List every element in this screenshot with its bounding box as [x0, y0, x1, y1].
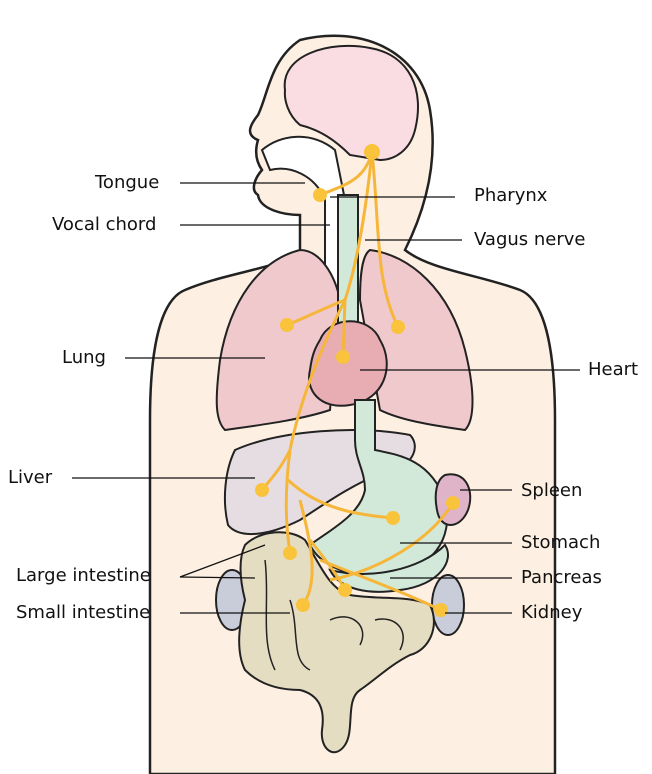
- label-stomach: Stomach: [521, 532, 601, 553]
- intestine-coils: [264, 559, 404, 671]
- leader-lines: [72, 182, 580, 614]
- label-vocal-chord: Vocal chord: [52, 214, 157, 235]
- vagus-nerve: [260, 151, 455, 612]
- label-pancreas: Pancreas: [521, 567, 602, 588]
- label-liver: Liver: [8, 467, 53, 488]
- label-large-intestine: Large intestine: [16, 565, 151, 586]
- label-spleen: Spleen: [521, 480, 583, 501]
- label-heart: Heart: [588, 359, 639, 380]
- right-lung: [358, 248, 474, 432]
- brain: [283, 44, 419, 162]
- label-tongue: Tongue: [95, 172, 160, 193]
- label-lung: Lung: [62, 347, 106, 368]
- nerve-endpoints: [255, 144, 460, 617]
- label-small-intestine: Small intestine: [16, 602, 151, 623]
- label-kidney: Kidney: [521, 602, 583, 623]
- label-pharynx: Pharynx: [474, 185, 548, 206]
- pancreas: [328, 543, 449, 593]
- label-vagus-nerve: Vagus nerve: [474, 229, 586, 250]
